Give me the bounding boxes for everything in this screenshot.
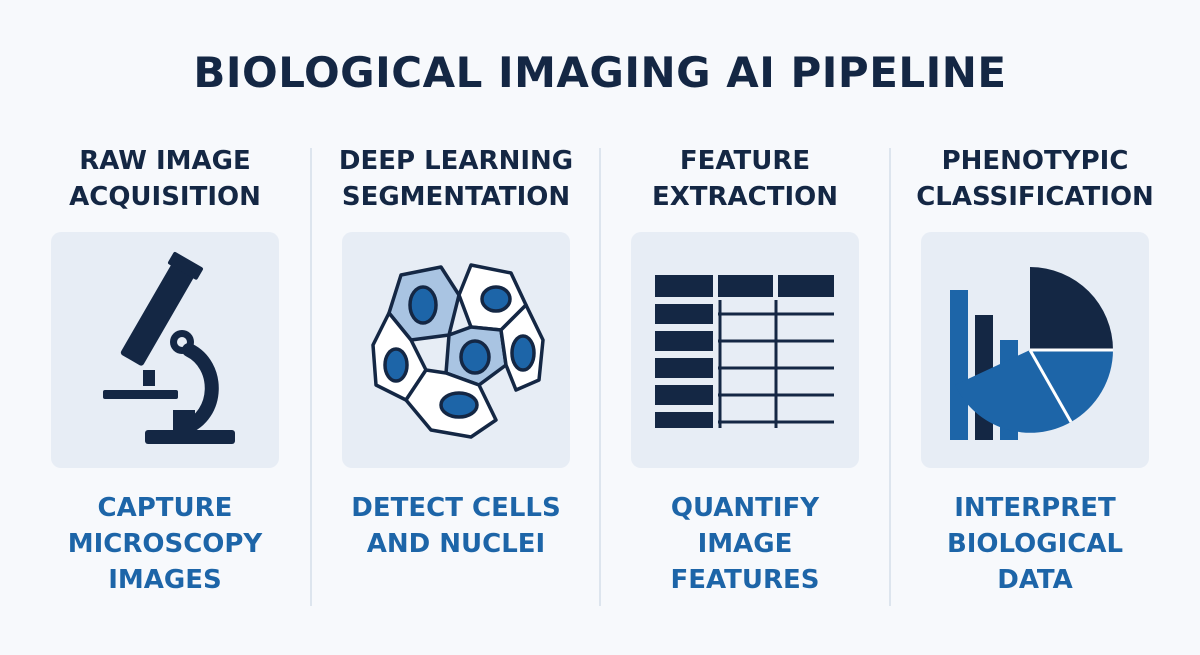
stage-heading-line: DEEP LEARNING [338, 146, 574, 176]
stage-heading: DEEP LEARNING SEGMENTATION [326, 140, 586, 218]
stage-caption-line: IMAGE [697, 529, 793, 559]
stage-caption-line: DETECT CELLS [351, 493, 561, 523]
stage-caption-line: QUANTIFY [670, 493, 820, 523]
stage-heading-line: ACQUISITION [69, 182, 261, 212]
cell-segmentation-icon [371, 263, 545, 439]
stage-icon-card [51, 232, 279, 468]
stage-raw-image-acquisition: RAW IMAGE ACQUISITION CAPTURE MICROSCOPY [35, 140, 295, 598]
stage-caption-line: IMAGES [108, 565, 222, 595]
stage-caption-line: BIOLOGICAL [946, 529, 1124, 559]
stage-icon-card [921, 232, 1149, 468]
chart-icon [950, 267, 1113, 440]
stage-icon-card [631, 232, 859, 468]
stage-caption: INTERPRET BIOLOGICAL DATA [905, 490, 1165, 598]
stage-caption-line: FEATURES [670, 565, 820, 595]
stage-phenotypic-classification: PHENOTYPIC CLASSIFICATION INTERPRET BIOL… [905, 140, 1165, 598]
stage-caption: DETECT CELLS AND NUCLEI [326, 490, 586, 562]
column-divider [310, 148, 312, 606]
stage-caption-line: DATA [997, 565, 1073, 595]
stage-heading-line: SEGMENTATION [341, 182, 571, 212]
stage-caption-line: CAPTURE [97, 493, 233, 523]
stage-heading-line: EXTRACTION [651, 182, 839, 212]
column-divider [889, 148, 891, 606]
stage-caption: QUANTIFY IMAGE FEATURES [615, 490, 875, 598]
stage-caption-line: INTERPRET [954, 493, 1116, 523]
column-divider [599, 148, 601, 606]
stage-caption: CAPTURE MICROSCOPY IMAGES [35, 490, 295, 598]
stage-icon-card [342, 232, 570, 468]
stage-heading-line: RAW IMAGE [79, 146, 251, 176]
page-title: BIOLOGICAL IMAGING AI PIPELINE [193, 48, 1007, 97]
stage-feature-extraction: FEATURE EXTRACTION [615, 140, 875, 598]
stage-caption-line: AND NUCLEI [366, 529, 546, 559]
stage-heading: PHENOTYPIC CLASSIFICATION [905, 140, 1165, 218]
stage-caption-line: MICROSCOPY [67, 529, 263, 559]
microscope-icon [103, 252, 235, 444]
stage-heading: RAW IMAGE ACQUISITION [35, 140, 295, 218]
stage-heading-line: CLASSIFICATION [916, 182, 1154, 212]
stage-heading-line: PHENOTYPIC [941, 146, 1129, 176]
stage-heading-line: FEATURE [679, 146, 811, 176]
stage-deep-learning-segmentation: DEEP LEARNING SEGMENTATION [326, 140, 586, 562]
data-table-icon [655, 275, 834, 428]
stage-heading: FEATURE EXTRACTION [615, 140, 875, 218]
